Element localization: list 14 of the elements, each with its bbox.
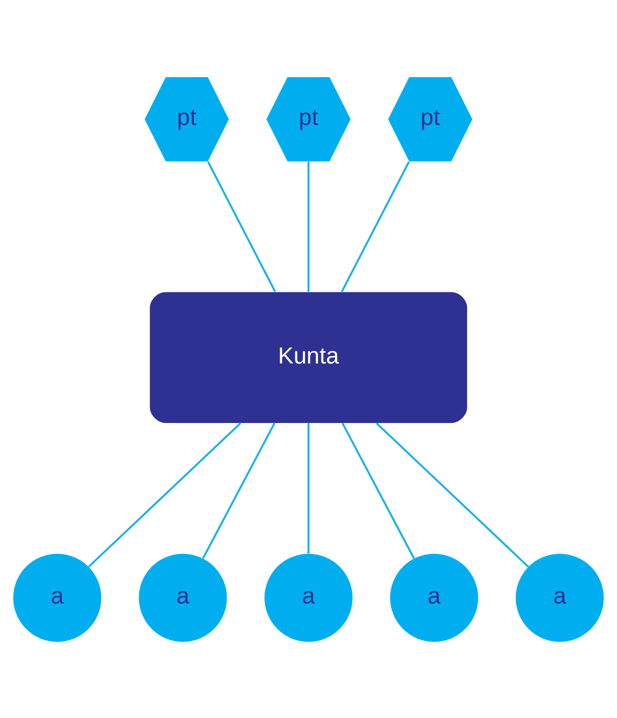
connector — [376, 422, 529, 567]
node-box: Kunta — [150, 292, 468, 422]
node-circle: a — [264, 553, 353, 642]
connector — [308, 422, 310, 554]
connector — [88, 422, 242, 567]
node-circle: a — [390, 553, 478, 642]
node-circle: a — [138, 553, 227, 642]
connector — [340, 160, 410, 292]
connector — [308, 161, 310, 292]
connector — [207, 160, 276, 292]
node-circle: a — [516, 553, 604, 642]
connector — [342, 422, 415, 558]
connector — [202, 422, 276, 558]
node-circle: a — [13, 553, 102, 642]
